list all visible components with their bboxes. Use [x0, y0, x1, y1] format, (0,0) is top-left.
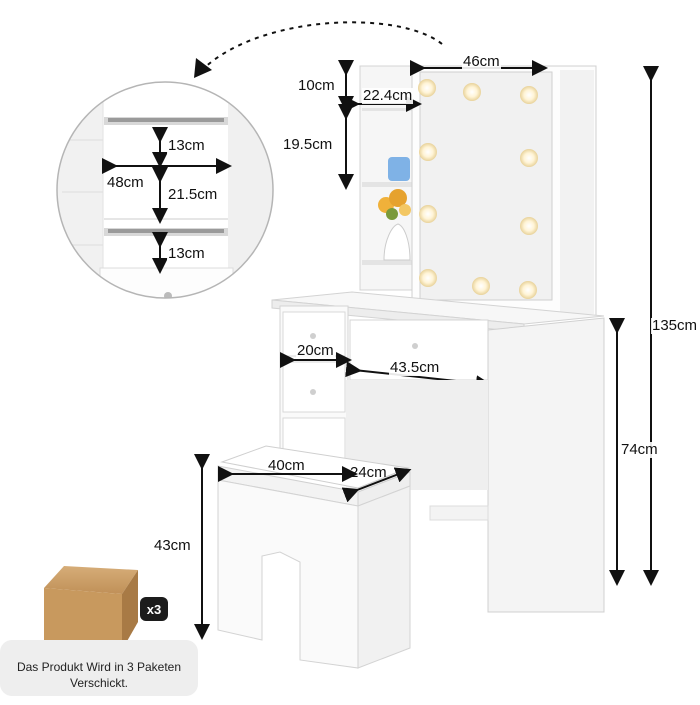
total-height-label: 135cm	[651, 317, 699, 334]
desk-right-panel	[487, 317, 605, 613]
shelf-mid-height-label: 19.5cm	[282, 136, 334, 153]
curved-arrow	[201, 21, 443, 71]
large-drawer-width-label: 43.5cm	[389, 359, 441, 376]
inset-height-label: 21.5cm	[167, 186, 219, 203]
stool-height-label: 43cm	[154, 537, 191, 554]
package-caption-line2: Verschickt.	[69, 676, 129, 690]
stool-depth-label: 24cm	[350, 464, 387, 481]
mirror-glass	[419, 71, 553, 301]
inset-width-label: 48cm	[106, 174, 145, 191]
package-count-badge: x3	[140, 597, 168, 621]
stool-body	[217, 479, 359, 669]
shelf-width-label: 22.4cm	[362, 87, 414, 104]
package-caption: Das Produkt Wird in 3 Paketen Verschickt…	[0, 640, 198, 696]
mirror-bulbs	[418, 79, 538, 299]
package-caption-line1: Das Produkt Wird in 3 Paketen	[16, 660, 182, 674]
table-height-label: 74cm	[620, 441, 659, 458]
shelf-top-height-label: 10cm	[297, 77, 336, 94]
stool-width-label: 40cm	[268, 457, 305, 474]
arrow-head-icon	[194, 58, 212, 78]
small-drawer-width-label: 20cm	[296, 342, 335, 359]
inset-drawer-bottom-label: 13cm	[167, 245, 206, 262]
inset-drawer-top-label: 13cm	[167, 137, 206, 154]
package-box-icon	[44, 566, 138, 650]
mirror-width-label: 46cm	[462, 53, 501, 70]
